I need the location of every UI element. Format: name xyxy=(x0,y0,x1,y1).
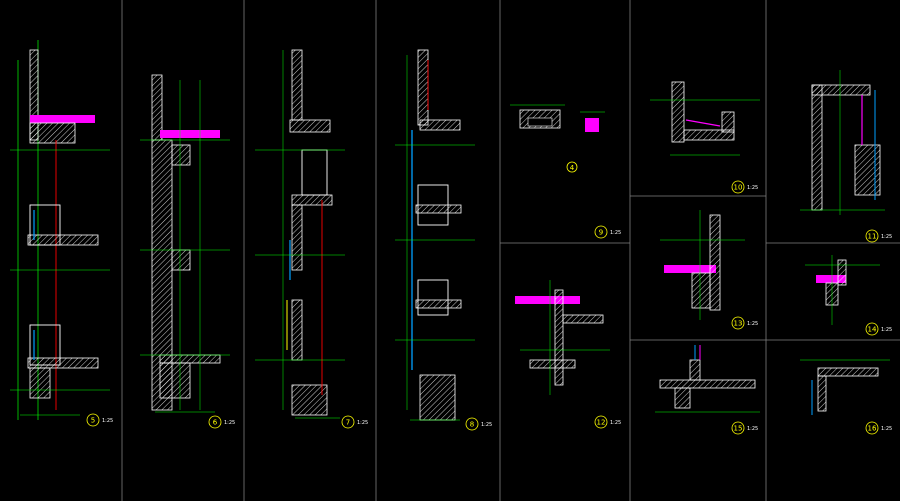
detail-number: 5 xyxy=(91,417,95,425)
detail-9-profile xyxy=(510,104,605,132)
detail-tag-13: 13 1:25 xyxy=(731,316,758,330)
detail-scale: 1:25 xyxy=(102,418,113,424)
detail-6-wall-section xyxy=(140,74,230,413)
detail-15-section xyxy=(655,345,760,413)
detail-16-section xyxy=(800,359,890,415)
detail-11-section xyxy=(800,70,885,215)
detail-scale: 1:25 xyxy=(747,321,758,327)
detail-scale: 1:25 xyxy=(747,185,758,191)
detail-tag-6: 6 1:25 xyxy=(208,415,235,429)
detail-7-wall-section xyxy=(255,49,345,419)
detail-tag-circle xyxy=(865,229,879,243)
detail-tag-circle xyxy=(865,421,879,435)
detail-tag-11: 11 1:25 xyxy=(865,229,892,243)
detail-tag-circle xyxy=(594,225,608,239)
detail-tag-7: 7 1:25 xyxy=(341,415,368,429)
detail-tag-circle xyxy=(731,316,745,330)
detail-tag-15: 15 1:25 xyxy=(731,421,758,435)
detail-scale: 1:25 xyxy=(881,234,892,240)
detail-number: 15 xyxy=(734,425,743,433)
detail-number: 7 xyxy=(346,419,350,427)
detail-number: 9 xyxy=(599,229,603,237)
detail-number: 12 xyxy=(597,419,606,427)
detail-tag-circle xyxy=(865,322,879,336)
detail-number: 13 xyxy=(734,320,743,328)
detail-scale: 1:25 xyxy=(481,422,492,428)
detail-14-section xyxy=(805,255,880,325)
detail-scale: 1:25 xyxy=(357,420,368,426)
detail-scale: 1:25 xyxy=(747,426,758,432)
detail-13-section xyxy=(660,210,745,320)
detail-tag-circle xyxy=(341,415,355,429)
detail-12-section xyxy=(515,280,610,395)
detail-tag-14: 14 1:25 xyxy=(865,322,892,336)
detail-number: 14 xyxy=(868,326,877,334)
detail-scale: 1:25 xyxy=(881,327,892,333)
detail-scale: 1:25 xyxy=(881,426,892,432)
detail-scale: 1:25 xyxy=(610,230,621,236)
detail-number: 11 xyxy=(868,233,877,241)
detail-tag-circle xyxy=(731,180,745,194)
detail-tag-10: 10 1:25 xyxy=(731,180,758,194)
detail-tag-circle xyxy=(208,415,222,429)
sheet-frame xyxy=(121,0,900,501)
detail-tag-9: 9 1:25 xyxy=(594,225,621,239)
detail-tag-circle xyxy=(86,413,100,427)
detail-number: 10 xyxy=(734,184,743,192)
detail-tag-16: 16 1:25 xyxy=(865,421,892,435)
detail-tag-8: 8 1:25 xyxy=(465,417,492,431)
svg-text:4: 4 xyxy=(570,164,575,172)
detail-scale: 1:25 xyxy=(610,420,621,426)
detail-tag-4: 4 xyxy=(566,161,578,173)
detail-tag-12: 12 1:25 xyxy=(594,415,621,429)
detail-5-wall-section xyxy=(10,40,110,420)
detail-number: 16 xyxy=(868,425,877,433)
detail-8-wall-section xyxy=(395,49,475,421)
detail-number: 8 xyxy=(470,421,474,429)
detail-tag-circle xyxy=(731,421,745,435)
detail-scale: 1:25 xyxy=(224,420,235,426)
detail-number: 6 xyxy=(213,419,218,427)
detail-tag-circle xyxy=(465,417,479,431)
detail-tag-circle xyxy=(594,415,608,429)
detail-tag-5: 5 1:25 xyxy=(86,413,113,427)
detail-10-profile xyxy=(650,81,760,156)
